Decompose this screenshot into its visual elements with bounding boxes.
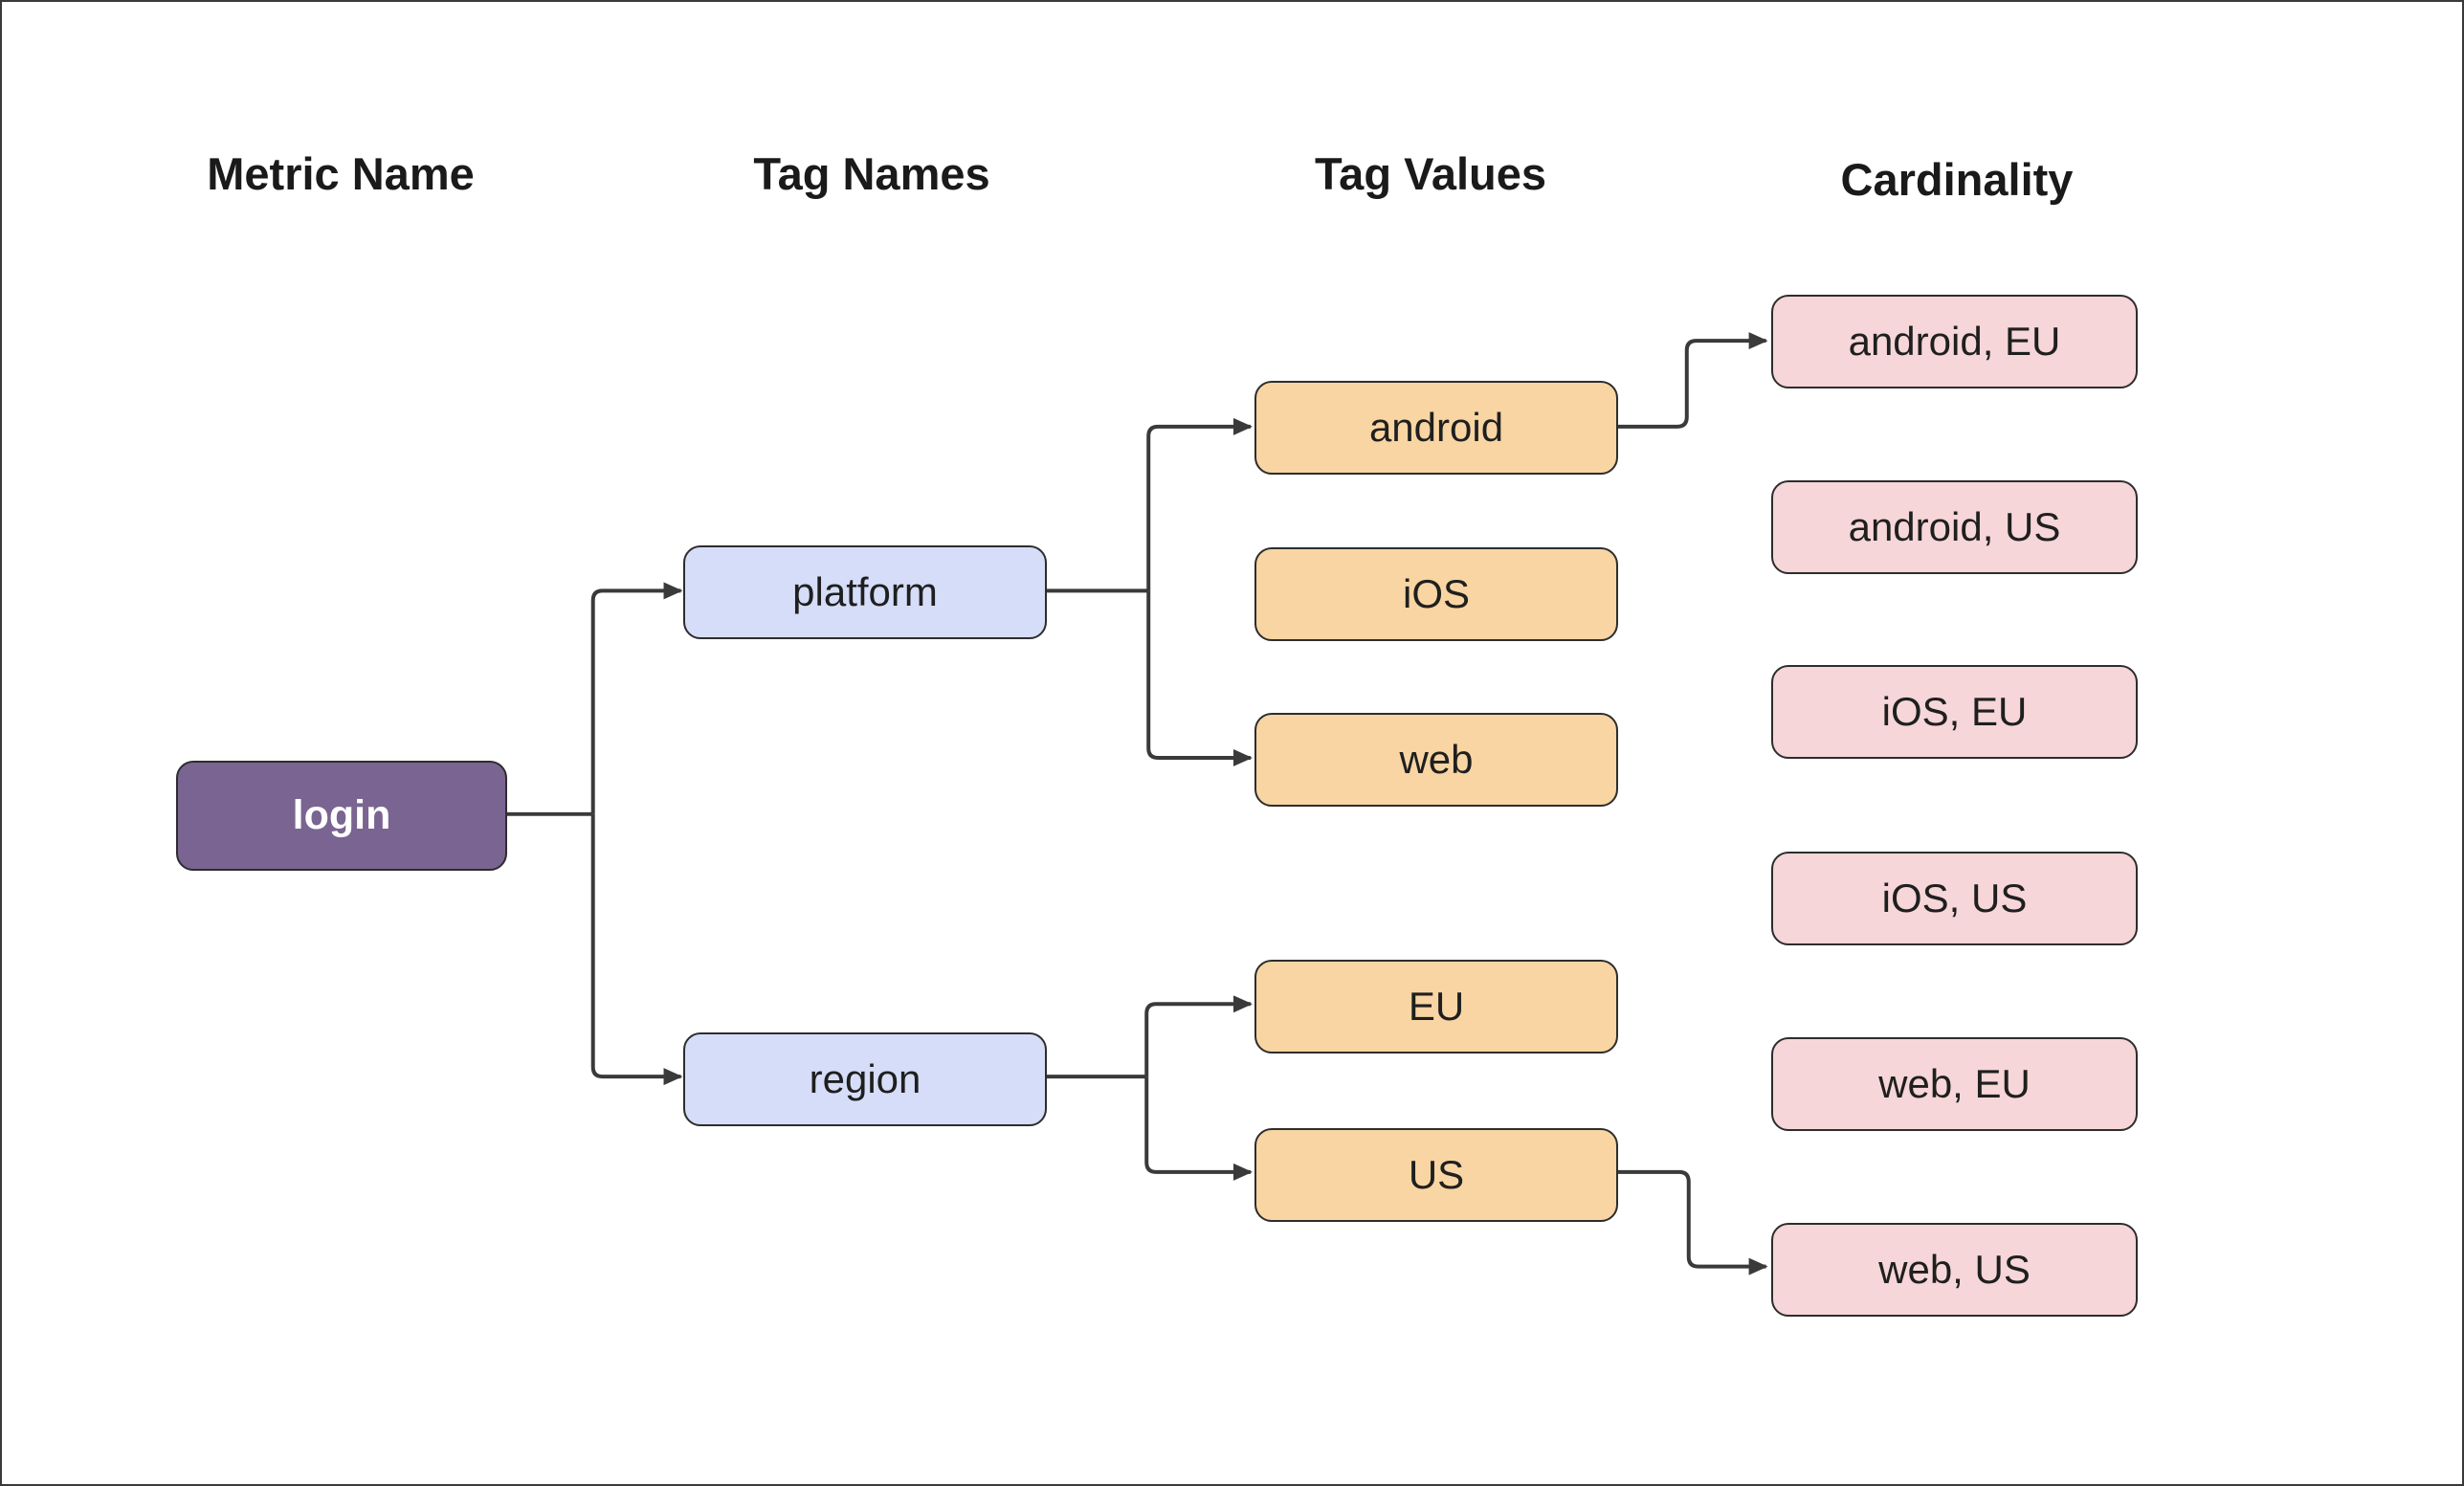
node-web-eu-label: web, EU xyxy=(1878,1061,2031,1106)
edge-region-to-us xyxy=(1144,1076,1253,1181)
node-us-label: US xyxy=(1408,1152,1465,1197)
edge-android-to-android-eu xyxy=(1614,332,1768,429)
node-android-eu: android, EU xyxy=(1771,295,2138,388)
node-android-us: android, US xyxy=(1771,480,2138,574)
node-login-label: login xyxy=(292,792,391,838)
node-ios-us-label: iOS, US xyxy=(1881,876,2028,920)
node-web-eu: web, EU xyxy=(1771,1037,2138,1131)
column-header-cardinality: Cardinality xyxy=(1840,154,2074,205)
node-region-label: region xyxy=(809,1056,921,1101)
node-ios-label: iOS xyxy=(1402,571,1470,616)
node-android: android xyxy=(1254,381,1618,475)
column-header-tag-values: Tag Values xyxy=(1314,148,1547,199)
node-web-us-label: web, US xyxy=(1878,1247,2031,1292)
node-web-label: web xyxy=(1399,737,1474,782)
edge-region-to-eu xyxy=(1144,995,1253,1077)
node-platform-label: platform xyxy=(792,569,938,614)
edge-platform-to-android xyxy=(1146,417,1253,591)
edge-login-to-platform xyxy=(590,582,683,814)
node-eu-label: EU xyxy=(1408,984,1465,1029)
node-ios: iOS xyxy=(1254,547,1618,641)
column-header-metric-name: Metric Name xyxy=(207,148,475,199)
column-header-tag-names: Tag Names xyxy=(753,148,990,199)
node-android-eu-label: android, EU xyxy=(1848,319,2061,364)
node-platform: platform xyxy=(683,545,1047,639)
edge-login-to-region xyxy=(590,813,683,1086)
node-us: US xyxy=(1254,1128,1618,1222)
edge-platform-to-web xyxy=(1146,590,1253,766)
node-ios-eu: iOS, EU xyxy=(1771,665,2138,759)
node-eu: EU xyxy=(1254,960,1618,1054)
node-region: region xyxy=(683,1032,1047,1126)
node-ios-eu-label: iOS, EU xyxy=(1881,689,2028,734)
edge-us-to-web-us xyxy=(1614,1169,1768,1275)
node-ios-us: iOS, US xyxy=(1771,852,2138,945)
node-login: login xyxy=(176,761,507,871)
node-android-label: android xyxy=(1368,405,1504,450)
node-web: web xyxy=(1254,713,1618,807)
node-web-us: web, US xyxy=(1771,1223,2138,1317)
node-android-us-label: android, US xyxy=(1848,504,2061,549)
